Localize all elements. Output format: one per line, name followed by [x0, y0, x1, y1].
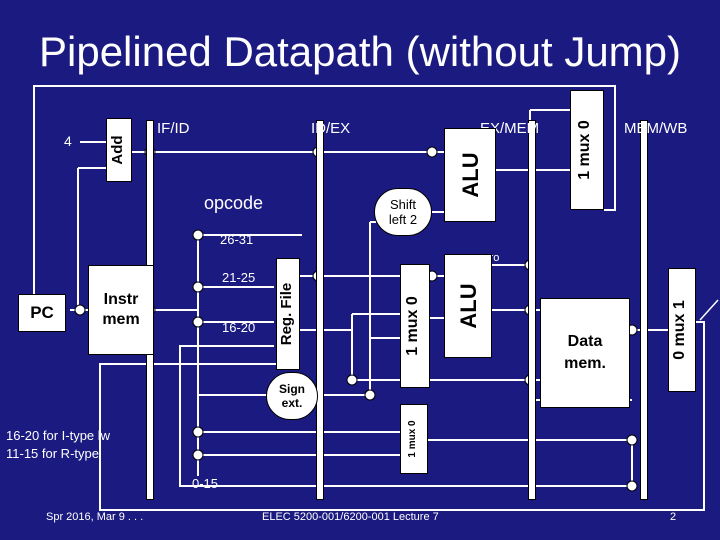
alu-main-block: [444, 254, 492, 358]
memwb-label: MEM/WB: [624, 120, 688, 137]
slide-title: Pipelined Datapath (without Jump): [38, 28, 682, 75]
reg-file-block: [276, 258, 300, 370]
shift-left-label: Shift left 2: [388, 197, 418, 227]
add-block: [106, 118, 132, 182]
regdst-note-1: 16-20 for I-type lw: [6, 428, 111, 443]
four-label: 4: [64, 133, 72, 149]
footer-page: 2: [670, 511, 677, 523]
mux-alu-block: [400, 264, 430, 388]
data-mem-label: Data mem.: [564, 333, 606, 372]
idex-label: ID/EX: [311, 120, 351, 137]
mux-branch-block: [570, 90, 604, 210]
memwb-register: [640, 120, 648, 500]
alu-branch-block: [444, 128, 496, 222]
shift-left-block: Shift left 2: [374, 188, 432, 236]
mux-regdst-block: [400, 404, 428, 474]
mux-alu-label: 1 mux 0: [404, 296, 421, 356]
alu-main-label: ALU: [456, 283, 481, 329]
bits-21-25-label: 21-25: [222, 270, 256, 285]
regdst-note-2: 11-15 for R-type: [6, 446, 99, 461]
mux-branch-label: 1 mux 0: [576, 120, 593, 180]
mux-regdst-label: 1 mux 0: [407, 420, 418, 458]
bits-0-15-label: 0-15: [192, 476, 219, 491]
bits-16-20-label: 16-20: [222, 320, 256, 335]
idex-register: [316, 120, 324, 500]
bits-26-31-label: 26-31: [220, 232, 254, 247]
sign-ext-label: Sign ext.: [279, 382, 305, 410]
mux-wb-block: [668, 268, 696, 392]
data-mem-block: Data mem.: [540, 298, 630, 408]
sign-ext-block: Sign ext.: [266, 372, 318, 420]
exmem-register: [528, 120, 536, 500]
instr-mem-block: Instr mem: [88, 265, 154, 355]
instr-mem-label: Instr mem: [102, 291, 140, 328]
reg-file-label: Reg. File: [278, 282, 295, 346]
footer-center: ELEC 5200-001/6200-001 Lecture 7: [262, 511, 439, 523]
write-reg-wire: [179, 345, 632, 487]
mux-wb-label: 0 mux 1: [671, 300, 688, 360]
add-label: Add: [109, 135, 126, 165]
opcode-label: opcode: [204, 193, 264, 213]
footer-left: Spr 2016, Mar 9 . . .: [46, 511, 144, 523]
ifid-label: IF/ID: [157, 120, 190, 137]
wb-data-wire: [99, 321, 705, 511]
pc-label: PC: [30, 303, 54, 322]
pc-block: PC: [18, 294, 66, 332]
alu-branch-label: ALU: [458, 152, 483, 198]
